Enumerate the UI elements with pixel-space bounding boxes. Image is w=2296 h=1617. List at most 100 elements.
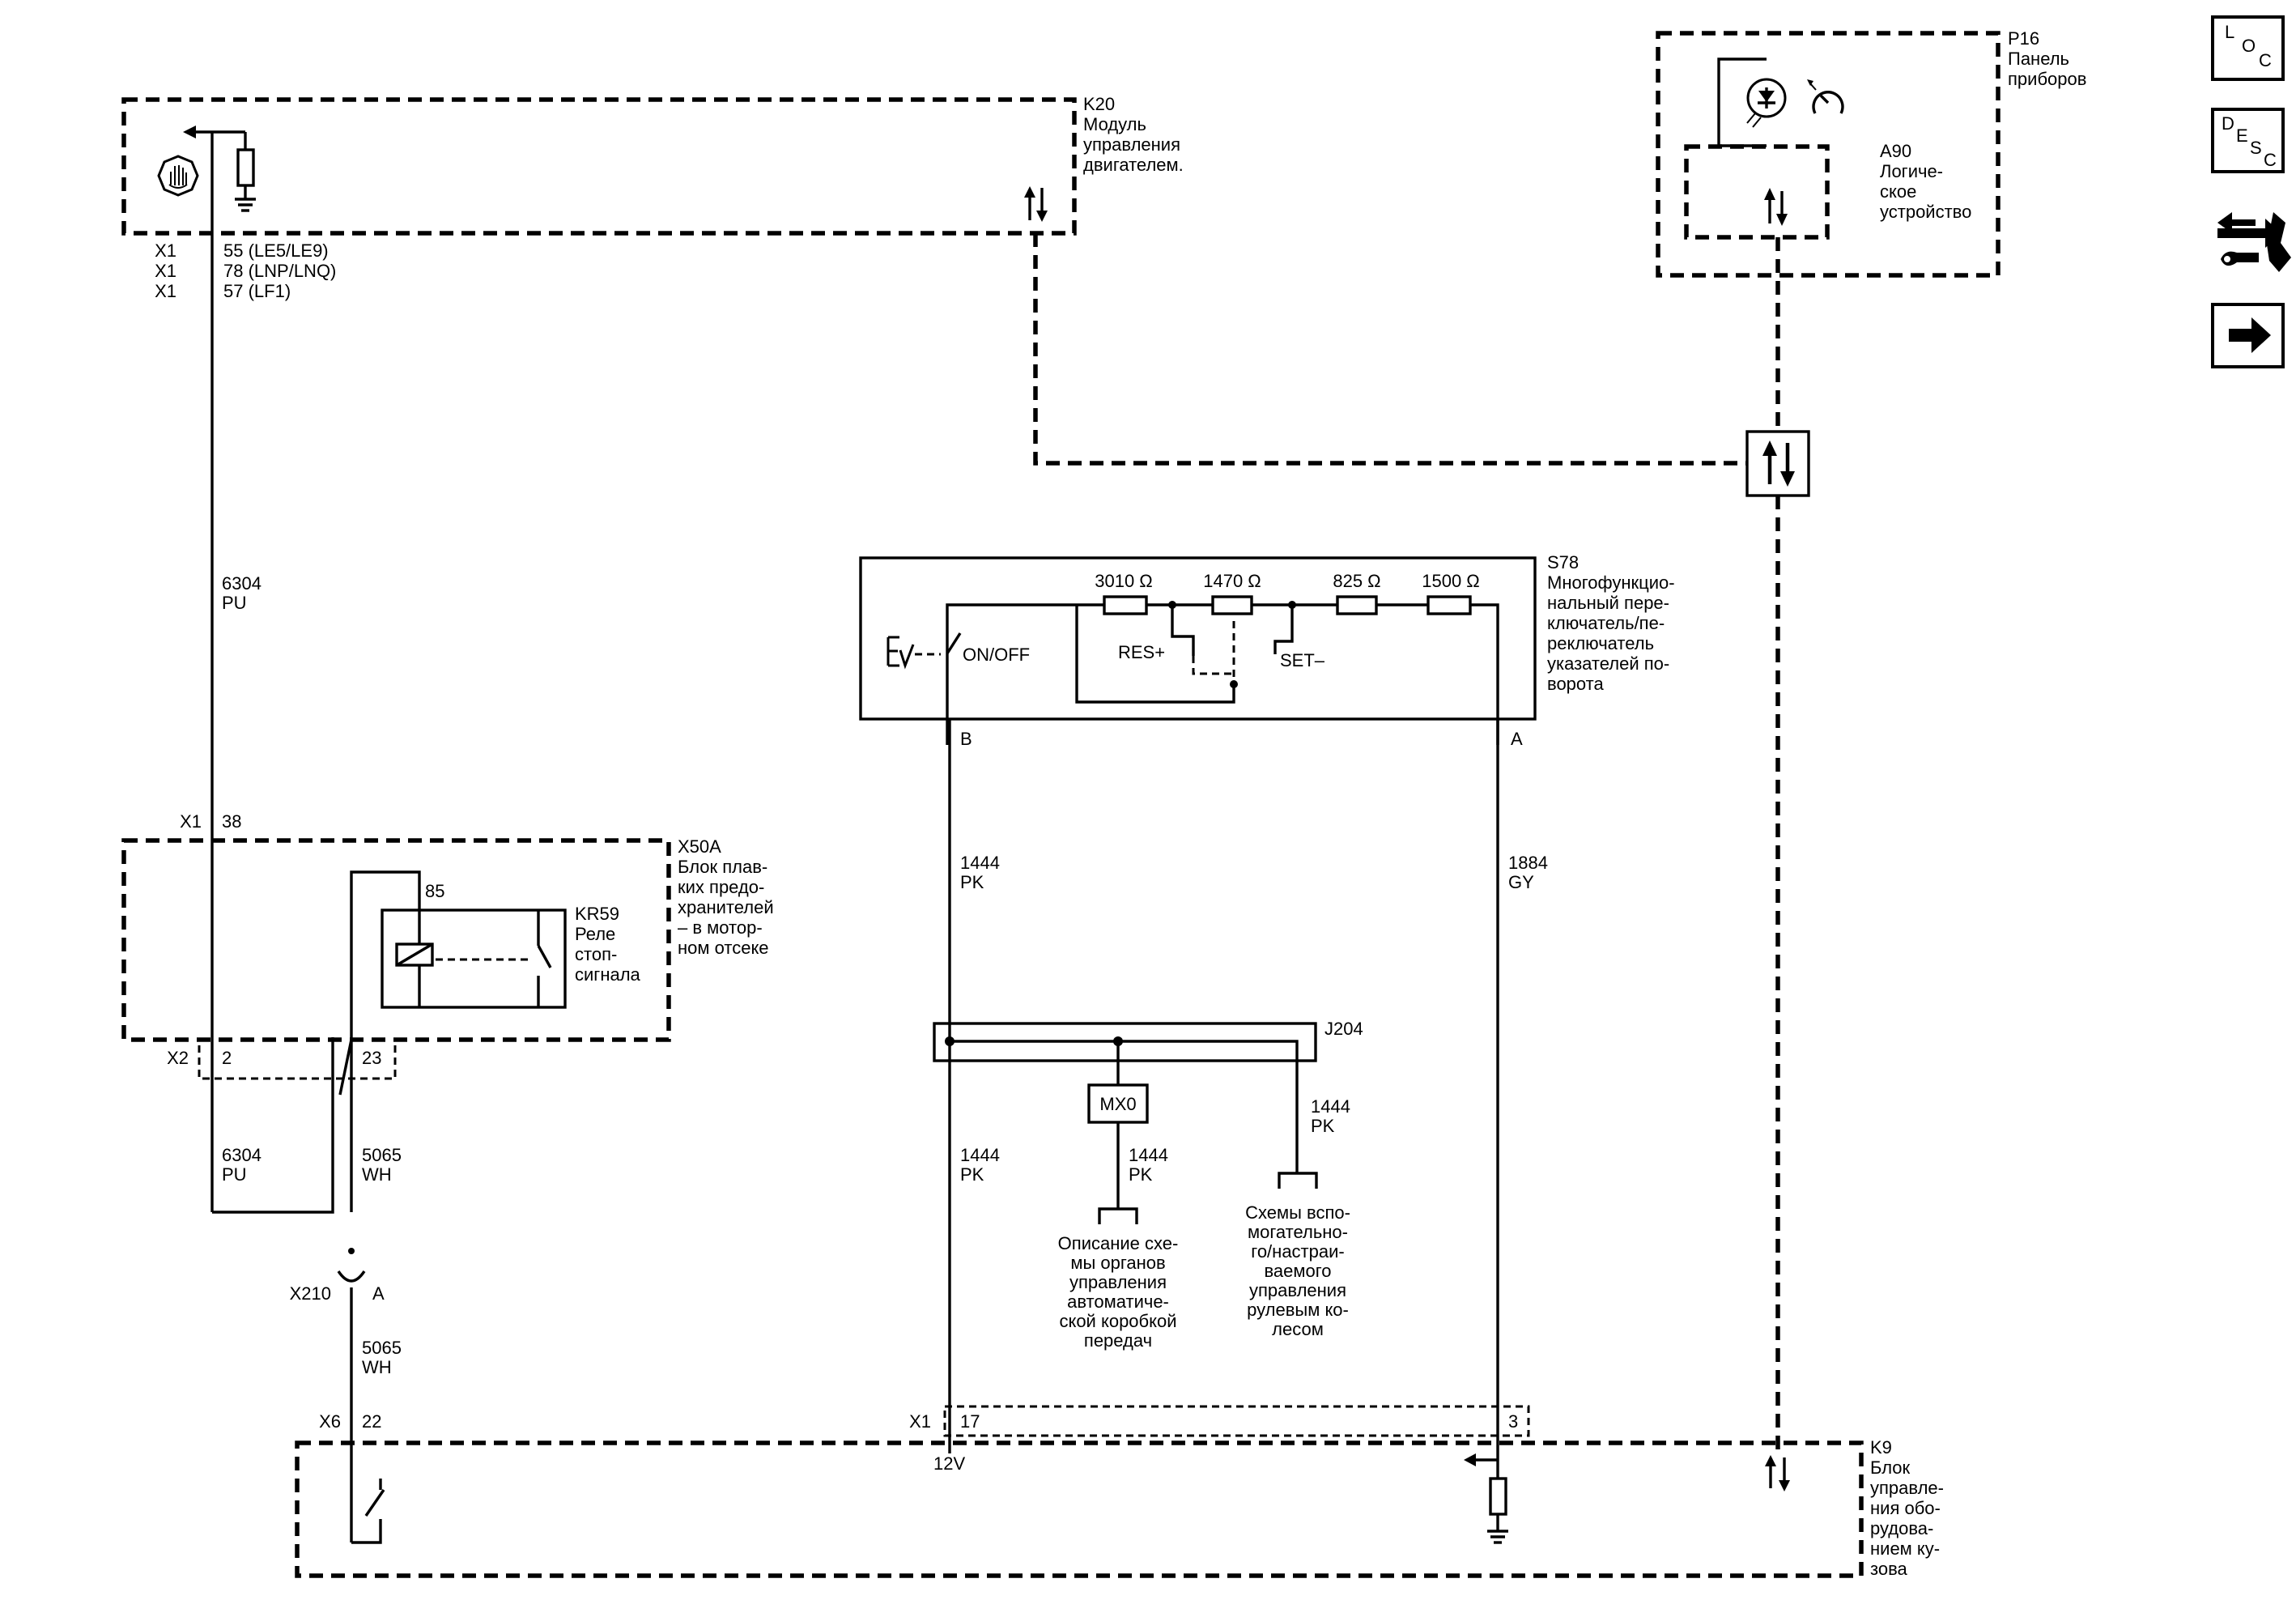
- trans-ref-line-2: мы органов: [1070, 1253, 1165, 1273]
- w6304-bot-num: 6304: [222, 1145, 261, 1165]
- x1-k9-pin-3: 3: [1508, 1411, 1518, 1432]
- k20-conn-3: X1: [155, 281, 176, 301]
- s78-line-2: нальный пере-: [1547, 593, 1669, 613]
- x50a-line-4: – в мотор-: [678, 917, 763, 938]
- nav-desc-button[interactable]: D E S C: [2211, 108, 2285, 173]
- k9-input-circuit: [1464, 1453, 1508, 1544]
- x6-pin: 22: [362, 1411, 381, 1432]
- w1444-right-num: 1444: [1311, 1096, 1350, 1117]
- k20-pin-2: 78 (LNP/LNQ): [223, 261, 336, 281]
- w1444-right-color: PK: [1311, 1116, 1335, 1136]
- k9-module: K9 Блок управле- ния обо- рудова- нием к…: [295, 1405, 1944, 1579]
- bidirectional-arrows-icon: [1765, 1455, 1790, 1491]
- w6304-bot-color: PU: [222, 1164, 247, 1185]
- s78-line-6: ворота: [1547, 674, 1604, 694]
- x50a-line-3: хранителей: [678, 897, 774, 917]
- x50a-fuse-block: X1 38 X50A Блок плав- ких предо- храните…: [121, 811, 774, 1212]
- a90-line-1: Логиче-: [1880, 161, 1943, 181]
- w6304-top-color: PU: [222, 593, 247, 613]
- steering-reference[interactable]: Схемы вспо- могательно- го/настраи- ваем…: [1245, 1202, 1350, 1339]
- nav-desc-s: S: [2250, 138, 2262, 158]
- k20-dashed-outline: [121, 97, 1077, 236]
- w1444-bot-num: 1444: [960, 1145, 1000, 1165]
- k9-id: K9: [1870, 1437, 1892, 1457]
- wire-labels: 6304 PU 6304 PU 5065 WH 5065 WH 1444 PK …: [222, 573, 1548, 1377]
- kr59-pin-85: 85: [425, 881, 444, 901]
- res-label: RES+: [1118, 642, 1165, 662]
- k20-pin-labels: X1 55 (LE5/LE9) X1 78 (LNP/LNQ) X1 57 (L…: [155, 240, 336, 301]
- nav-desc-e: E: [2236, 126, 2248, 146]
- ground-icon: [1487, 1530, 1508, 1544]
- j204-label: J204: [1324, 1019, 1363, 1039]
- s78-terminal-a: A: [1511, 729, 1523, 749]
- trans-ref-line-5: ской коробкой: [1059, 1311, 1176, 1331]
- x210-connector: X210 A: [290, 1248, 385, 1543]
- nav-loc-button[interactable]: L O C: [2211, 15, 2285, 81]
- w5065-bot-num: 5065: [362, 1338, 402, 1358]
- resistor-label-2: 1470 Ω: [1203, 571, 1261, 591]
- x2-conn: X2: [167, 1048, 189, 1068]
- trans-ref-line-3: управления: [1069, 1272, 1167, 1292]
- x2-pin-2: 2: [222, 1048, 232, 1068]
- trans-ref-line-4: автоматиче-: [1067, 1291, 1169, 1312]
- resistor-825: [1336, 595, 1378, 615]
- trans-reference[interactable]: Описание схе- мы органов управления авто…: [1058, 1233, 1179, 1351]
- trans-ref-bracket: [1098, 1207, 1138, 1224]
- k20-line-1: Модуль: [1083, 114, 1146, 134]
- w1884-num: 1884: [1508, 853, 1548, 873]
- s78-line-4: реключатель: [1547, 633, 1654, 653]
- resistor-3010: [1103, 595, 1148, 615]
- set-label: SET–: [1280, 650, 1325, 670]
- k9-line-3: ния обо-: [1870, 1498, 1941, 1518]
- k20-resistor: [236, 148, 255, 187]
- switch-icon: [351, 1479, 385, 1544]
- a90-line-3: устройство: [1880, 202, 1971, 222]
- w1444-mx0-color: PK: [1129, 1164, 1153, 1185]
- steering-ref-line-6: рулевым ко-: [1247, 1300, 1349, 1320]
- serial-data-bus: [1033, 233, 1810, 1453]
- nav-loc-o: O: [2242, 36, 2256, 56]
- w1444-bot-color: PK: [960, 1164, 984, 1185]
- k9-line-4: рудова-: [1870, 1518, 1933, 1538]
- a90-dashed-outline: [1684, 144, 1830, 240]
- trans-ref-line-6: передач: [1084, 1330, 1152, 1351]
- k20-pin-3: 57 (LF1): [223, 281, 291, 301]
- resistor-1470: [1211, 595, 1253, 615]
- resistor-label-1: 3010 Ω: [1095, 571, 1153, 591]
- wrench-connector-icon[interactable]: [2217, 212, 2291, 272]
- w5065-mid-color: WH: [362, 1164, 392, 1185]
- steering-ref-line-5: управления: [1249, 1280, 1346, 1300]
- voltage-label: 12V: [933, 1453, 965, 1474]
- bidirectional-arrows-icon: [1762, 440, 1795, 487]
- x50a-dashed-outline: [121, 838, 671, 1042]
- nav-loc-c: C: [2259, 50, 2272, 70]
- k20-pin-1: 55 (LE5/LE9): [223, 240, 329, 261]
- s78-id: S78: [1547, 552, 1579, 572]
- w1884-color: GY: [1508, 872, 1534, 892]
- trans-ref-line-1: Описание схе-: [1058, 1233, 1179, 1253]
- w1444-top-color: PK: [960, 872, 984, 892]
- w6304-top-num: 6304: [222, 573, 261, 594]
- x50a-line-1: Блок плав-: [678, 857, 767, 877]
- k20-conn-2: X1: [155, 261, 176, 281]
- x50a-line-5: ном отсеке: [678, 938, 769, 958]
- steering-ref-line-3: го/настраи-: [1251, 1241, 1344, 1262]
- kr59-relay-box: [381, 908, 567, 1009]
- x50a-line-2: ких предо-: [678, 877, 764, 897]
- x1-k9-pin-17: 17: [960, 1411, 980, 1432]
- gauge-icon: [1807, 79, 1844, 114]
- steering-ref-line-1: Схемы вспо-: [1245, 1202, 1350, 1223]
- right-arrow-icon[interactable]: [2211, 303, 2285, 368]
- resistor-label-3: 825 Ω: [1333, 571, 1380, 591]
- kr59-line-3: сигнала: [575, 964, 641, 985]
- steering-ref-line-4: ваемого: [1264, 1261, 1331, 1281]
- bus-gateway-box: [1745, 430, 1810, 497]
- bidirectional-arrows-icon: [1024, 186, 1048, 222]
- k20-conn-1: X1: [155, 240, 176, 261]
- steering-ref-line-7: лесом: [1272, 1319, 1324, 1339]
- nav-loc-l: L: [2225, 22, 2234, 42]
- k9-line-2: управле-: [1870, 1478, 1944, 1498]
- kr59-id: KR59: [575, 904, 619, 924]
- ground-icon: [235, 198, 256, 212]
